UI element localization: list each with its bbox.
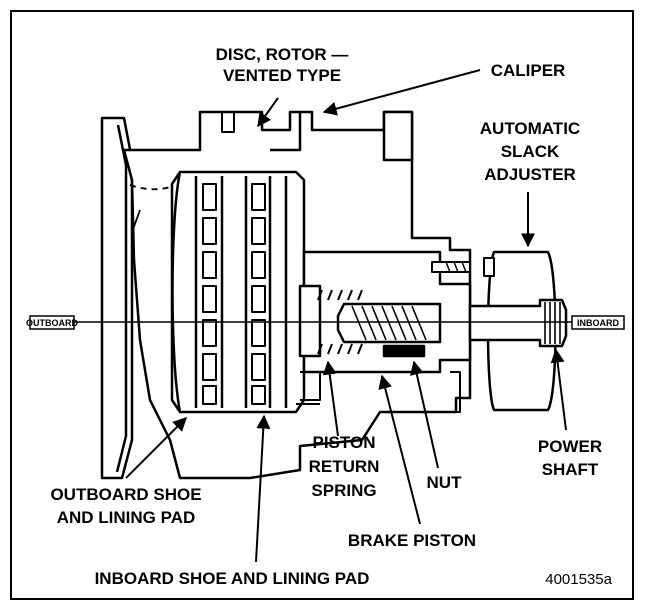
label-brake-piston: BRAKE PISTON [348, 531, 476, 550]
nut [351, 305, 427, 341]
label-power-2: SHAFT [542, 460, 599, 479]
label-outboard-shoe-2: AND LINING PAD [57, 508, 196, 527]
label-piston-1: PISTON [313, 433, 376, 452]
leader-disc-rotor [257, 97, 279, 128]
outboard-tag: OUTBOARD [26, 315, 78, 330]
power-shaft [468, 298, 568, 348]
piston-return-spring [317, 289, 363, 355]
label-power-1: POWER [538, 437, 602, 456]
leader-caliper [322, 69, 481, 116]
label-piston-2: RETURN [309, 457, 380, 476]
label-slack-1: AUTOMATIC [480, 119, 580, 138]
leader-brake-piston [378, 374, 421, 525]
leader-power-shaft [550, 348, 567, 431]
leader-piston-spring [322, 360, 339, 437]
outboard-caliper-flange [100, 116, 134, 480]
rotor-disc [170, 170, 306, 414]
label-slack-3: ADJUSTER [484, 165, 576, 184]
figure-code: 4001535a [545, 571, 612, 588]
label-outboard-shoe-1: OUTBOARD SHOE [50, 485, 201, 504]
label-disc-rotor-1: DISC, ROTOR — [216, 45, 349, 64]
label-caliper: CALIPER [491, 61, 566, 80]
label-piston-3: SPRING [311, 481, 376, 500]
leader-outboard-shoe [125, 417, 187, 479]
outboard-tag-text: OUTBOARD [26, 318, 78, 328]
inboard-tag-text: INBOARD [577, 318, 619, 328]
label-disc-rotor-2: VENTED TYPE [223, 66, 341, 85]
label-inboard-shoe: INBOARD SHOE AND LINING PAD [95, 569, 370, 588]
inboard-tag: INBOARD [571, 315, 625, 330]
label-slack-2: SLACK [501, 142, 560, 161]
mounting-bolt [431, 261, 471, 273]
label-nut: NUT [427, 473, 463, 492]
leader-nut [409, 360, 439, 469]
leader-inboard-shoe [255, 414, 271, 563]
